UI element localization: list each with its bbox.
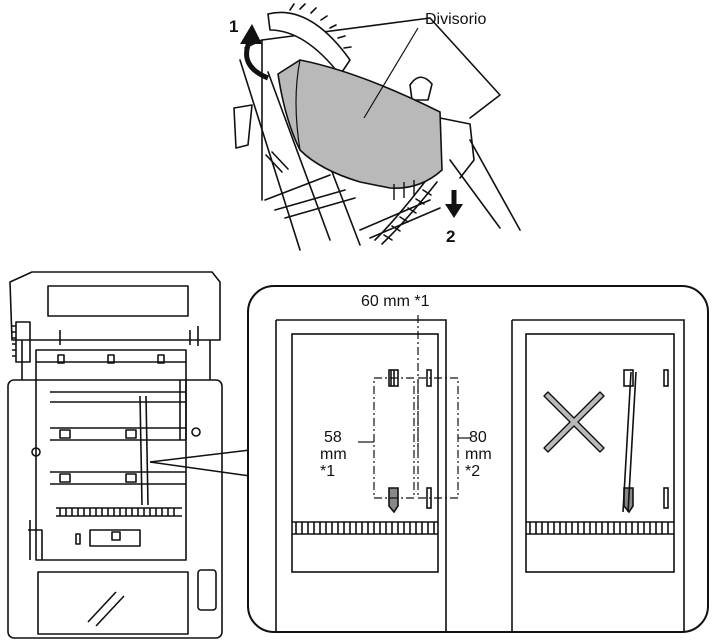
zoom-connector (149, 449, 251, 477)
step-2-label: 2 (446, 227, 455, 246)
dimension-lines (373, 315, 459, 499)
partition-callout-label: Divisorio (425, 11, 486, 28)
curved-arrow-icon (240, 24, 270, 81)
dimension-width-label: 60 mm *1 (361, 293, 430, 310)
dimension-left-unit: mm (320, 446, 347, 463)
dimension-right-value: 80 (469, 429, 487, 446)
dimension-left-note: *1 (320, 463, 335, 480)
partition-callout-line (363, 27, 419, 119)
partition-shape (277, 59, 443, 189)
down-arrow-icon (445, 190, 463, 218)
dimension-left-value: 58 (324, 429, 342, 446)
dimension-right-note: *2 (465, 463, 480, 480)
printer-body-illustration (7, 271, 223, 639)
partition-removal-illustration (233, 3, 521, 251)
zoom-panel (247, 285, 709, 633)
correct-placement-view (275, 319, 447, 632)
cross-icon (543, 391, 605, 453)
incorrect-placement-view (511, 319, 685, 632)
step-1-label: 1 (229, 17, 238, 36)
dimension-right-unit: mm (465, 446, 492, 463)
